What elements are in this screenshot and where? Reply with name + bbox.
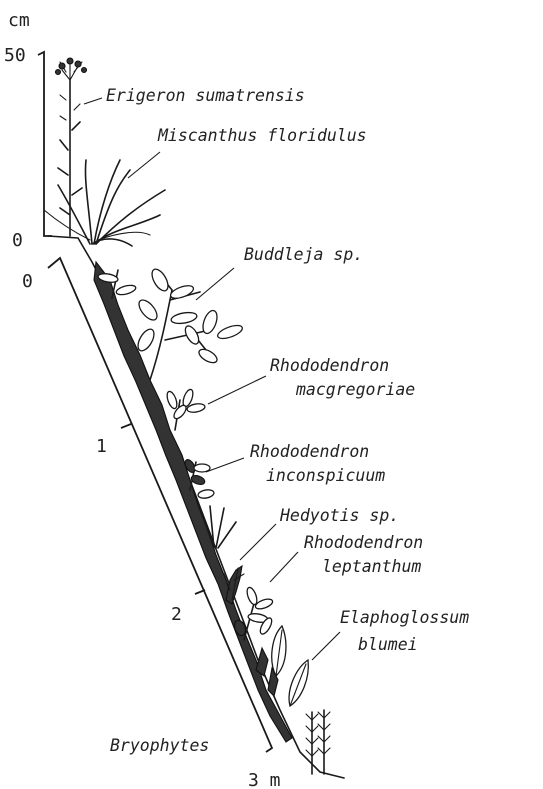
slope-zero-label: 0 bbox=[22, 271, 33, 292]
height-min-label: 0 bbox=[12, 230, 23, 251]
species-label-leptanthum-2: leptanthum bbox=[322, 557, 421, 576]
slope-tick-label-2: 2 bbox=[171, 604, 182, 625]
height-scale: cm 50 0 bbox=[4, 10, 52, 251]
species-label-elaphoglossum-1: Elaphoglossum bbox=[340, 608, 469, 627]
height-unit-label: cm bbox=[8, 10, 30, 31]
species-label-miscanthus: Miscanthus floridulus bbox=[157, 126, 367, 145]
slope-tick-2 bbox=[195, 590, 205, 594]
species-label-leptanthum-1: Rhododendron bbox=[304, 533, 423, 552]
leader-inconspicuum bbox=[206, 458, 244, 472]
ground-label-bryophytes: Bryophytes bbox=[110, 736, 209, 755]
species-label-macgregoriae-2: macgregoriae bbox=[295, 380, 415, 399]
leader-hedyotis bbox=[240, 524, 276, 560]
leader-elaphoglossum bbox=[312, 632, 340, 660]
leader-lines bbox=[84, 98, 340, 660]
miscanthus-plant-drawing bbox=[44, 160, 165, 246]
species-label-buddleja: Buddleja sp. bbox=[244, 245, 363, 264]
species-label-inconspicuum-2: inconspicuum bbox=[266, 466, 385, 485]
slope-tick-label-1: 1 bbox=[96, 436, 107, 457]
leader-macgregoriae bbox=[208, 376, 266, 404]
leader-erigeron bbox=[84, 98, 102, 104]
leader-buddleja bbox=[196, 268, 234, 300]
rhododendron-leptanthum-drawing bbox=[233, 586, 274, 640]
species-label-macgregoriae-1: Rhododendron bbox=[270, 356, 389, 375]
slope-tick-1 bbox=[121, 424, 131, 428]
rhododendron-macgregoriae-drawing bbox=[165, 388, 205, 430]
leader-leptanthum bbox=[270, 552, 298, 582]
bryophytes-drawing bbox=[306, 710, 330, 774]
species-label-elaphoglossum-2: blumei bbox=[358, 635, 418, 654]
slope-end-label: 3 m bbox=[248, 770, 281, 789]
species-label-hedyotis: Hedyotis sp. bbox=[279, 506, 399, 525]
species-label-erigeron: Erigeron sumatrensis bbox=[106, 86, 305, 105]
species-label-inconspicuum-1: Rhododendron bbox=[250, 442, 369, 461]
leader-miscanthus bbox=[128, 152, 160, 178]
height-axis-line bbox=[38, 52, 52, 236]
height-max-label: 50 bbox=[4, 45, 26, 66]
